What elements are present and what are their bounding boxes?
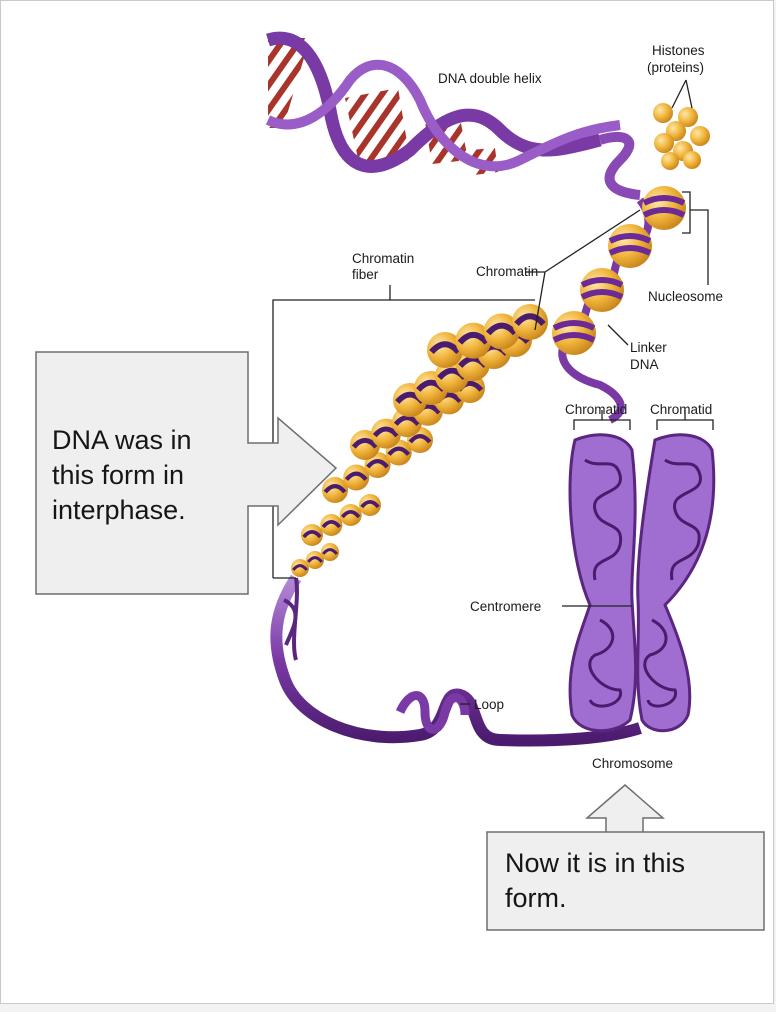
nucleosome-bead (580, 268, 624, 312)
chromatin-bead (455, 322, 492, 359)
chromosome-illustration (568, 433, 716, 733)
label-chromatin: Chromatin (476, 264, 538, 279)
now-callout-line: Now it is in this (505, 848, 686, 878)
interphase-callout-box (35, 351, 338, 595)
chromatin-bead-wrap (387, 446, 411, 456)
chromatin-bead-wrap (323, 483, 347, 494)
label-chromatin-fiber: Chromatin (352, 251, 414, 266)
interphase-callout-line: interphase. (52, 495, 186, 525)
chromatin-bead-wrap (372, 426, 400, 438)
label-linker-dna-2: DNA (630, 357, 659, 372)
histone-cluster (653, 103, 710, 170)
chromatin-bead (301, 524, 323, 546)
nucleosome-bead (552, 311, 596, 355)
interphase-callout-text: DNA was in this form in interphase. (52, 423, 192, 528)
label-histones: Histones (652, 43, 705, 58)
dna-double-helix-illustration (265, 31, 641, 200)
diagram-labels: DNA double helix Histones (proteins) Chr… (352, 43, 723, 771)
chromatin-bead (322, 477, 348, 503)
now-callout-line: form. (505, 883, 567, 913)
chromatin-bead (427, 332, 463, 368)
nucleosome-string (552, 186, 686, 424)
interphase-callout-line: DNA was in (52, 425, 192, 455)
chromatin-bead-wrap (360, 500, 380, 509)
label-linker-dna: Linker (630, 340, 667, 355)
nucleosome-bead (642, 186, 686, 230)
dna-loop-illustration (270, 574, 642, 747)
chromatin-bead (339, 504, 362, 526)
label-histones-proteins: (proteins) (647, 60, 704, 75)
label-chromatid-left: Chromatid (565, 402, 627, 417)
chromatin-bead-wrap (514, 313, 546, 327)
chromatin-bead (359, 494, 381, 516)
now-callout-box (486, 784, 765, 931)
chromatin-bead-wrap (340, 510, 361, 519)
label-chromatin-fiber-2: fiber (352, 267, 379, 282)
chromatin-bead (321, 543, 339, 561)
label-chromosome: Chromosome (592, 756, 673, 771)
chromatin-bead-wrap (351, 437, 379, 449)
chromatin-bead-wrap (393, 415, 421, 426)
label-centromere: Centromere (470, 599, 541, 614)
chromatin-bead (291, 559, 309, 577)
chromatin-bead (306, 551, 324, 569)
chromatin-bead-wrap (457, 331, 490, 345)
chromatin-bead-wrap (344, 471, 368, 481)
histones-leader (671, 79, 693, 109)
chromatin-bead-wrap (321, 520, 342, 529)
chromatin-bead-wrap (429, 341, 461, 355)
chromatin-bead (483, 313, 520, 350)
chromatin-bead (320, 514, 343, 536)
label-loop: Loop (474, 697, 504, 712)
label-nucleosome: Nucleosome (648, 289, 723, 304)
chromatin-bead-wrap (408, 433, 432, 444)
label-chromatid-right: Chromatid (650, 402, 712, 417)
chromatin-bead-wrap (485, 322, 518, 336)
chromatin-bead (512, 304, 548, 340)
chromatin-bead-wrap (307, 556, 323, 563)
now-callout-text: Now it is in this form. (505, 846, 685, 916)
chromatin-bead-wrap (322, 548, 338, 555)
interphase-callout-line: this form in (52, 460, 185, 490)
chromatin-bead-wrap (366, 458, 389, 469)
nucleosome-bead (608, 224, 652, 268)
chromatin-bead (343, 464, 370, 491)
chromatin-bead-wrap (292, 564, 308, 571)
chromatin-fiber-illustration (291, 304, 548, 577)
chromatin-bead-wrap (302, 530, 322, 539)
label-dna-double-helix: DNA double helix (438, 71, 542, 86)
